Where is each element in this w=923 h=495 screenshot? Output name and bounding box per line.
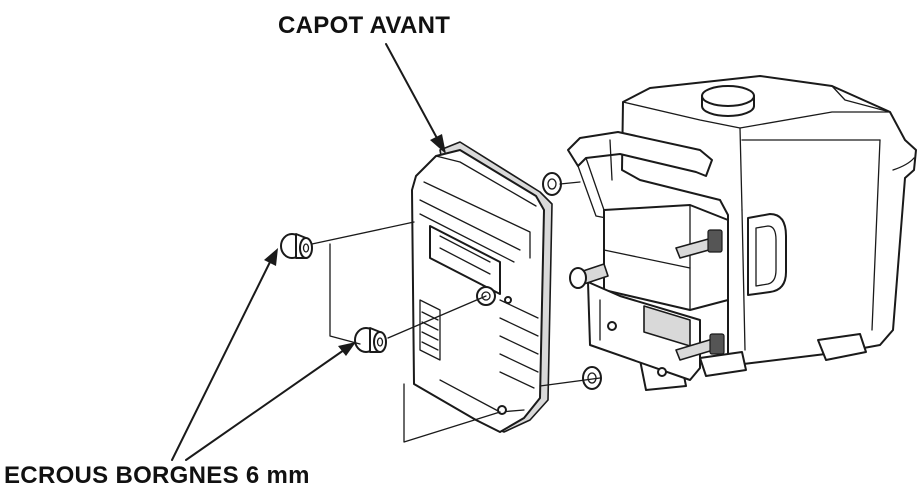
alignment-lines: [311, 181, 601, 443]
leader-front-cover: [385, 43, 446, 154]
front-cover-label: CAPOT AVANT: [278, 12, 451, 39]
cap-nut-lower: [354, 327, 387, 353]
cap-nut-upper: [280, 233, 313, 259]
handle-frame: [567, 131, 729, 381]
cap-nuts-label: ECROUS BORGNES 6 mm: [4, 462, 310, 489]
leader-cap-nuts: [171, 248, 356, 461]
generator-bolts: [542, 172, 725, 390]
front-cover: [411, 141, 553, 433]
